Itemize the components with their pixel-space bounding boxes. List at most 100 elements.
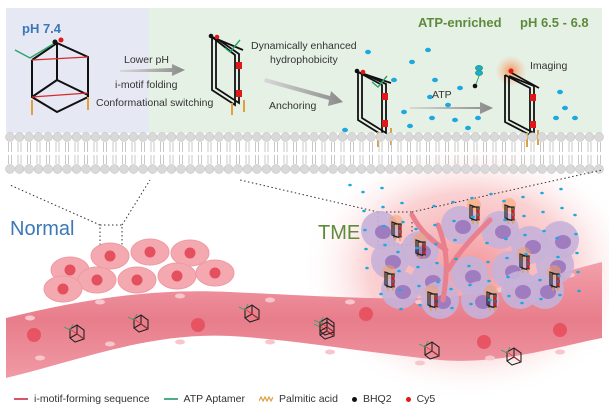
lipid-tail <box>397 142 402 164</box>
endothelial-nucleus <box>175 339 185 345</box>
cy5-marker <box>423 251 426 254</box>
lipid-tail <box>103 142 107 164</box>
atp-dot <box>572 115 578 121</box>
atp-dot <box>468 283 472 287</box>
imotif-strand <box>424 345 440 357</box>
atp-dot <box>471 215 475 219</box>
lipid-tail <box>445 142 449 164</box>
arrow-anchoring <box>264 78 343 106</box>
probe-frame <box>427 291 436 309</box>
lipid-head <box>185 164 196 174</box>
legend-item-cy5: Cy5 <box>405 393 435 405</box>
imotif-strand <box>244 308 260 320</box>
atp-dot <box>524 252 528 256</box>
lipid-head <box>328 132 338 142</box>
lipid-tail <box>540 142 544 164</box>
anchoring-label: Anchoring <box>269 100 317 112</box>
lipid-head <box>5 132 15 142</box>
endothelial-nucleus <box>265 297 275 303</box>
lipid-tail <box>169 142 174 164</box>
cy5-dot-swatch <box>405 396 411 402</box>
imotif-strand <box>506 351 522 363</box>
cy5-marker <box>512 210 515 213</box>
legend-item-aptamer: ATP Aptamer <box>163 393 245 405</box>
atp-dot <box>555 236 559 240</box>
lipid-tail <box>464 142 468 164</box>
atp-dot <box>433 223 437 227</box>
atp-dot <box>361 190 365 194</box>
atp-dot <box>556 255 560 259</box>
legend-label: Palmitic acid <box>279 393 338 405</box>
lipid-head <box>62 164 72 174</box>
atp-dot <box>453 238 457 242</box>
lipid-tail <box>55 142 60 164</box>
tumor-nucleus <box>540 285 556 299</box>
endothelial-nucleus <box>325 349 335 355</box>
dna-prism-anchored <box>354 68 392 147</box>
lipid-head <box>461 164 471 174</box>
atp-dot <box>435 261 439 265</box>
cell-nucleus <box>57 283 69 295</box>
lipid-head <box>214 164 224 174</box>
tme-anchored-probes <box>382 198 561 311</box>
lipid-tail <box>264 142 269 164</box>
lipid-head <box>584 164 595 174</box>
lipid-head <box>204 164 215 174</box>
lipid-head <box>537 132 547 142</box>
lipid-head <box>556 164 566 174</box>
lipid-head <box>24 132 34 142</box>
lipid-head <box>309 132 319 142</box>
lipid-head <box>394 164 405 174</box>
lipid-tail <box>568 142 573 164</box>
probe-frame <box>549 271 558 289</box>
cy5-marker <box>392 283 395 286</box>
lipid-head <box>318 132 329 142</box>
atp-dot <box>382 224 386 228</box>
lipid-head <box>280 132 291 142</box>
blood-vessel <box>6 262 602 378</box>
lipid-head <box>527 164 538 174</box>
atp-dot <box>486 260 490 264</box>
imotif-strand <box>133 318 149 330</box>
atp-dot <box>427 94 433 100</box>
imotif-line-swatch <box>14 398 28 400</box>
red-blood-cell <box>191 318 205 332</box>
lipid-head <box>537 164 547 174</box>
arrow-atp <box>410 102 493 114</box>
lipid-head <box>461 132 471 142</box>
atp-dot <box>399 307 403 311</box>
lipid-head <box>575 132 585 142</box>
lipid-head <box>223 164 234 174</box>
tumor-nucleus <box>375 225 391 239</box>
atp-dot <box>553 115 559 121</box>
cy5-marker <box>435 297 438 300</box>
atp-dot <box>342 127 348 133</box>
atp-dot <box>363 228 367 232</box>
lipid-head <box>233 164 243 174</box>
lipid-head <box>423 164 433 174</box>
endothelial-nucleus <box>105 341 115 347</box>
atp-dot <box>505 256 509 260</box>
lipid-tail <box>549 142 554 164</box>
lipid-head <box>413 164 424 174</box>
lipid-tail <box>46 142 50 164</box>
atp-molecules-top <box>342 47 578 133</box>
lipid-head <box>404 164 414 174</box>
atp-dot <box>449 287 453 291</box>
lipid-head <box>14 164 25 174</box>
cy5-marker <box>557 283 560 286</box>
lipid-head <box>508 164 519 174</box>
lipid-head <box>261 164 272 174</box>
red-blood-cell <box>359 307 373 321</box>
atp-enriched-label: ATP-enriched <box>418 15 502 30</box>
atp-aptamer <box>418 340 429 348</box>
endothelial-cells <box>25 272 575 366</box>
cy5-marker <box>477 216 480 219</box>
atp-dot <box>488 298 492 302</box>
lipid-head <box>356 164 367 174</box>
lipid-head <box>5 164 15 174</box>
aptamer-line-swatch <box>163 398 178 400</box>
cy5-marker <box>527 259 530 262</box>
imotif-strand <box>319 325 335 337</box>
lipid-head <box>375 132 386 142</box>
